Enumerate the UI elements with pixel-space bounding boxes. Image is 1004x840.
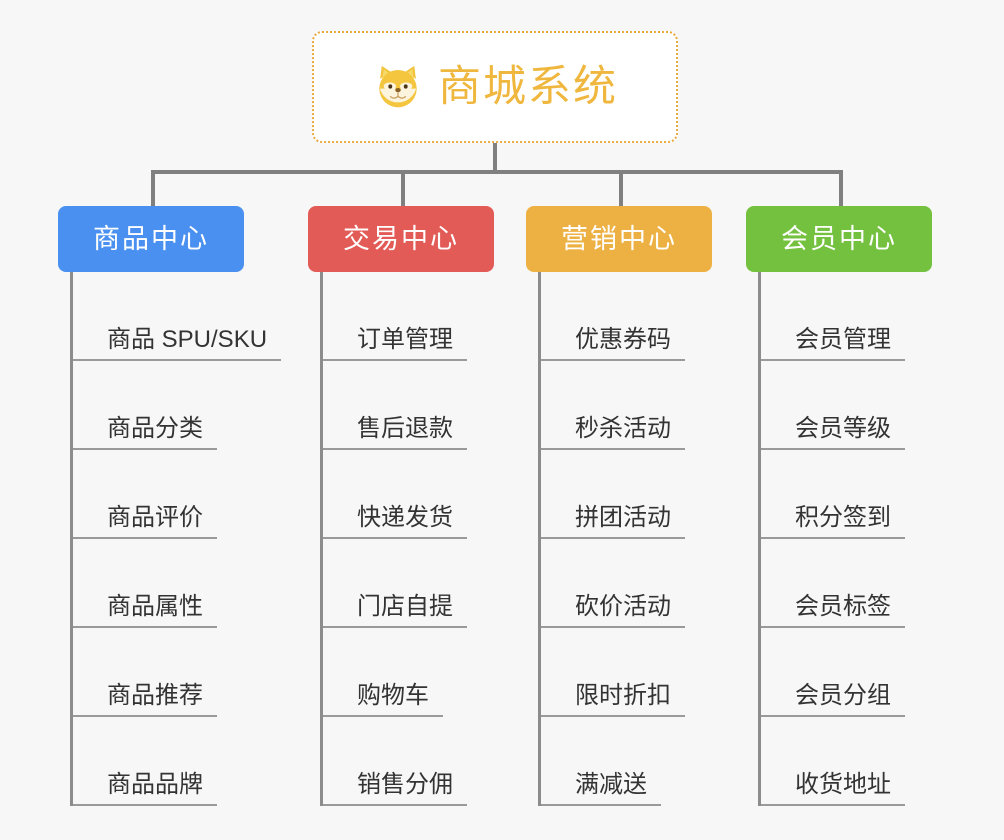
branch-header-label: 交易中心 — [343, 223, 459, 254]
connector-horizontal-bar — [151, 170, 843, 174]
leaf-item-label: 快递发货 — [357, 503, 453, 531]
leaf-item-underline: 快递发货 — [323, 503, 467, 539]
leaf-item-underline: 商品分类 — [73, 414, 217, 450]
leaf-item-underline: 收货地址 — [761, 770, 905, 806]
connector-root-stem — [493, 143, 497, 172]
leaf-item-underline: 满减送 — [541, 770, 661, 806]
leaf-item-underline: 销售分佣 — [323, 770, 467, 806]
leaf-item-label: 商品 SPU/SKU — [107, 325, 268, 353]
leaf-item-underline: 商品 SPU/SKU — [73, 325, 282, 361]
branch-product-center: 商品中心商品 SPU/SKU 商品分类商品评价商品属性商品推荐商品品牌 — [58, 206, 282, 806]
root-title: 商城系统 — [438, 62, 618, 111]
leaf-item[interactable]: 满减送 — [541, 717, 712, 806]
leaf-item[interactable]: 会员分组 — [761, 628, 932, 717]
leaf-item-underline: 会员管理 — [761, 325, 905, 361]
leaf-item-underline: 商品推荐 — [73, 681, 217, 717]
leaf-item-underline: 商品评价 — [73, 503, 217, 539]
leaf-item[interactable]: 商品分类 — [73, 361, 244, 450]
branch-header-trade-center[interactable]: 交易中心 — [308, 206, 494, 272]
leaf-item[interactable]: 销售分佣 — [323, 717, 494, 806]
leaf-item[interactable]: 门店自提 — [323, 539, 494, 628]
leaf-item[interactable]: 订单管理 — [323, 272, 494, 361]
leaf-item-label: 收货地址 — [795, 770, 891, 798]
leaf-item-label: 商品品牌 — [107, 770, 203, 798]
branch-header-product-center[interactable]: 商品中心 — [58, 206, 244, 272]
branch-items-product-center: 商品 SPU/SKU 商品分类商品评价商品属性商品推荐商品品牌 — [70, 272, 282, 806]
leaf-item-underline: 订单管理 — [323, 325, 467, 361]
leaf-item[interactable]: 优惠券码 — [541, 272, 712, 361]
leaf-item[interactable]: 商品品牌 — [73, 717, 244, 806]
leaf-item-label: 销售分佣 — [357, 770, 453, 798]
root-node[interactable]: 商城系统 — [312, 31, 678, 143]
leaf-item-label: 售后退款 — [357, 414, 453, 442]
leaf-item[interactable]: 商品评价 — [73, 450, 244, 539]
leaf-item[interactable]: 限时折扣 — [541, 628, 712, 717]
leaf-item-underline: 拼团活动 — [541, 503, 685, 539]
leaf-item-label: 商品评价 — [107, 503, 203, 531]
leaf-item-label: 砍价活动 — [575, 592, 671, 620]
branch-header-label: 营销中心 — [561, 223, 677, 254]
leaf-item-label: 商品分类 — [107, 414, 203, 442]
leaf-item-label: 商品推荐 — [107, 681, 203, 709]
branch-marketing-center: 营销中心优惠券码秒杀活动拼团活动砍价活动限时折扣满减送 — [526, 206, 712, 806]
leaf-item-label: 门店自提 — [357, 592, 453, 620]
leaf-item-label: 订单管理 — [357, 325, 453, 353]
branch-items-trade-center: 订单管理售后退款快递发货门店自提购物车销售分佣 — [320, 272, 494, 806]
branch-member-center: 会员中心会员管理会员等级积分签到会员标签会员分组收货地址 — [746, 206, 932, 806]
leaf-item[interactable]: 会员管理 — [761, 272, 932, 361]
leaf-item-underline: 限时折扣 — [541, 681, 685, 717]
connector-drop-4 — [839, 170, 843, 210]
leaf-item-label: 会员等级 — [795, 414, 891, 442]
shiba-dog-face-icon — [372, 61, 424, 113]
branch-header-marketing-center[interactable]: 营销中心 — [526, 206, 712, 272]
leaf-item[interactable]: 收货地址 — [761, 717, 932, 806]
leaf-item[interactable]: 商品属性 — [73, 539, 244, 628]
leaf-item[interactable]: 商品推荐 — [73, 628, 244, 717]
leaf-item-underline: 门店自提 — [323, 592, 467, 628]
leaf-item[interactable]: 拼团活动 — [541, 450, 712, 539]
leaf-item-underline: 会员标签 — [761, 592, 905, 628]
leaf-item-label: 限时折扣 — [575, 681, 671, 709]
leaf-item-underline: 积分签到 — [761, 503, 905, 539]
branch-header-label: 会员中心 — [781, 223, 897, 254]
leaf-item[interactable]: 会员等级 — [761, 361, 932, 450]
leaf-item-underline: 购物车 — [323, 681, 443, 717]
leaf-item-label: 会员标签 — [795, 592, 891, 620]
connector-drop-2 — [401, 170, 405, 210]
leaf-item[interactable]: 秒杀活动 — [541, 361, 712, 450]
leaf-item[interactable]: 会员标签 — [761, 539, 932, 628]
leaf-item-label: 会员分组 — [795, 681, 891, 709]
leaf-item[interactable]: 积分签到 — [761, 450, 932, 539]
leaf-item-label: 会员管理 — [795, 325, 891, 353]
leaf-item-underline: 商品品牌 — [73, 770, 217, 806]
branch-items-member-center: 会员管理会员等级积分签到会员标签会员分组收货地址 — [758, 272, 932, 806]
connector-drop-1 — [151, 170, 155, 210]
branch-trade-center: 交易中心订单管理售后退款快递发货门店自提购物车销售分佣 — [308, 206, 494, 806]
leaf-item-underline: 商品属性 — [73, 592, 217, 628]
leaf-item[interactable]: 商品 SPU/SKU — [73, 272, 282, 361]
leaf-item[interactable]: 购物车 — [323, 628, 494, 717]
branch-header-label: 商品中心 — [93, 223, 209, 254]
leaf-item-underline: 砍价活动 — [541, 592, 685, 628]
leaf-item-underline: 秒杀活动 — [541, 414, 685, 450]
leaf-item-label: 秒杀活动 — [575, 414, 671, 442]
leaf-item-underline: 会员分组 — [761, 681, 905, 717]
leaf-item-label: 拼团活动 — [575, 503, 671, 531]
leaf-item-label: 商品属性 — [107, 592, 203, 620]
leaf-item-underline: 售后退款 — [323, 414, 467, 450]
leaf-item-underline: 会员等级 — [761, 414, 905, 450]
leaf-item-underline: 优惠券码 — [541, 325, 685, 361]
leaf-item-label: 购物车 — [357, 681, 429, 709]
leaf-item-label: 积分签到 — [795, 503, 891, 531]
leaf-item[interactable]: 售后退款 — [323, 361, 494, 450]
leaf-item-label: 优惠券码 — [575, 325, 671, 353]
connector-drop-3 — [619, 170, 623, 210]
branch-items-marketing-center: 优惠券码秒杀活动拼团活动砍价活动限时折扣满减送 — [538, 272, 712, 806]
leaf-item[interactable]: 快递发货 — [323, 450, 494, 539]
branch-header-member-center[interactable]: 会员中心 — [746, 206, 932, 272]
leaf-item-label: 满减送 — [575, 770, 647, 798]
leaf-item[interactable]: 砍价活动 — [541, 539, 712, 628]
